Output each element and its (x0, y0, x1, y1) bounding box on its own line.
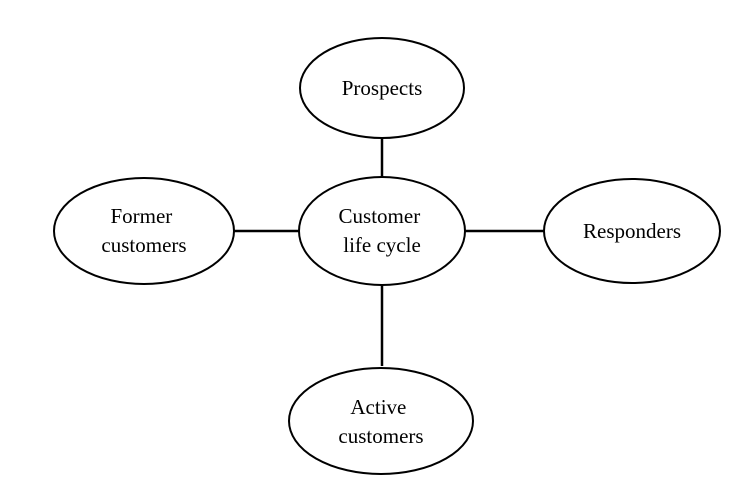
node-former-customers-label-line-2: customers (101, 233, 186, 257)
node-center-label-line-1: Customer (339, 204, 421, 228)
node-active-customers-label-line-1: Active (350, 395, 406, 419)
node-active-customers-label-line-2: customers (338, 424, 423, 448)
node-active-customers: Active customers (288, 367, 474, 475)
node-responders-ellipse (543, 178, 721, 284)
node-former-customers: Former customers (53, 177, 235, 285)
node-prospects-ellipse (299, 37, 465, 139)
node-prospects: Prospects (299, 37, 465, 139)
node-center: Customer life cycle (298, 176, 466, 286)
node-active-customers-label: Active customers (338, 395, 423, 448)
node-former-customers-ellipse (53, 177, 235, 285)
node-responders: Responders (543, 178, 721, 284)
node-former-customers-label: Former customers (101, 204, 186, 257)
node-prospects-label-line-1: Prospects (342, 76, 423, 100)
node-center-label-line-2: life cycle (343, 233, 421, 257)
node-former-customers-label-line-1: Former (110, 204, 172, 228)
node-active-customers-ellipse (288, 367, 474, 475)
node-responders-label: Responders (583, 219, 681, 243)
node-center-label: Customer life cycle (339, 204, 426, 257)
node-prospects-label: Prospects (342, 76, 423, 100)
node-center-ellipse (298, 176, 466, 286)
node-responders-label-line-1: Responders (583, 219, 681, 243)
